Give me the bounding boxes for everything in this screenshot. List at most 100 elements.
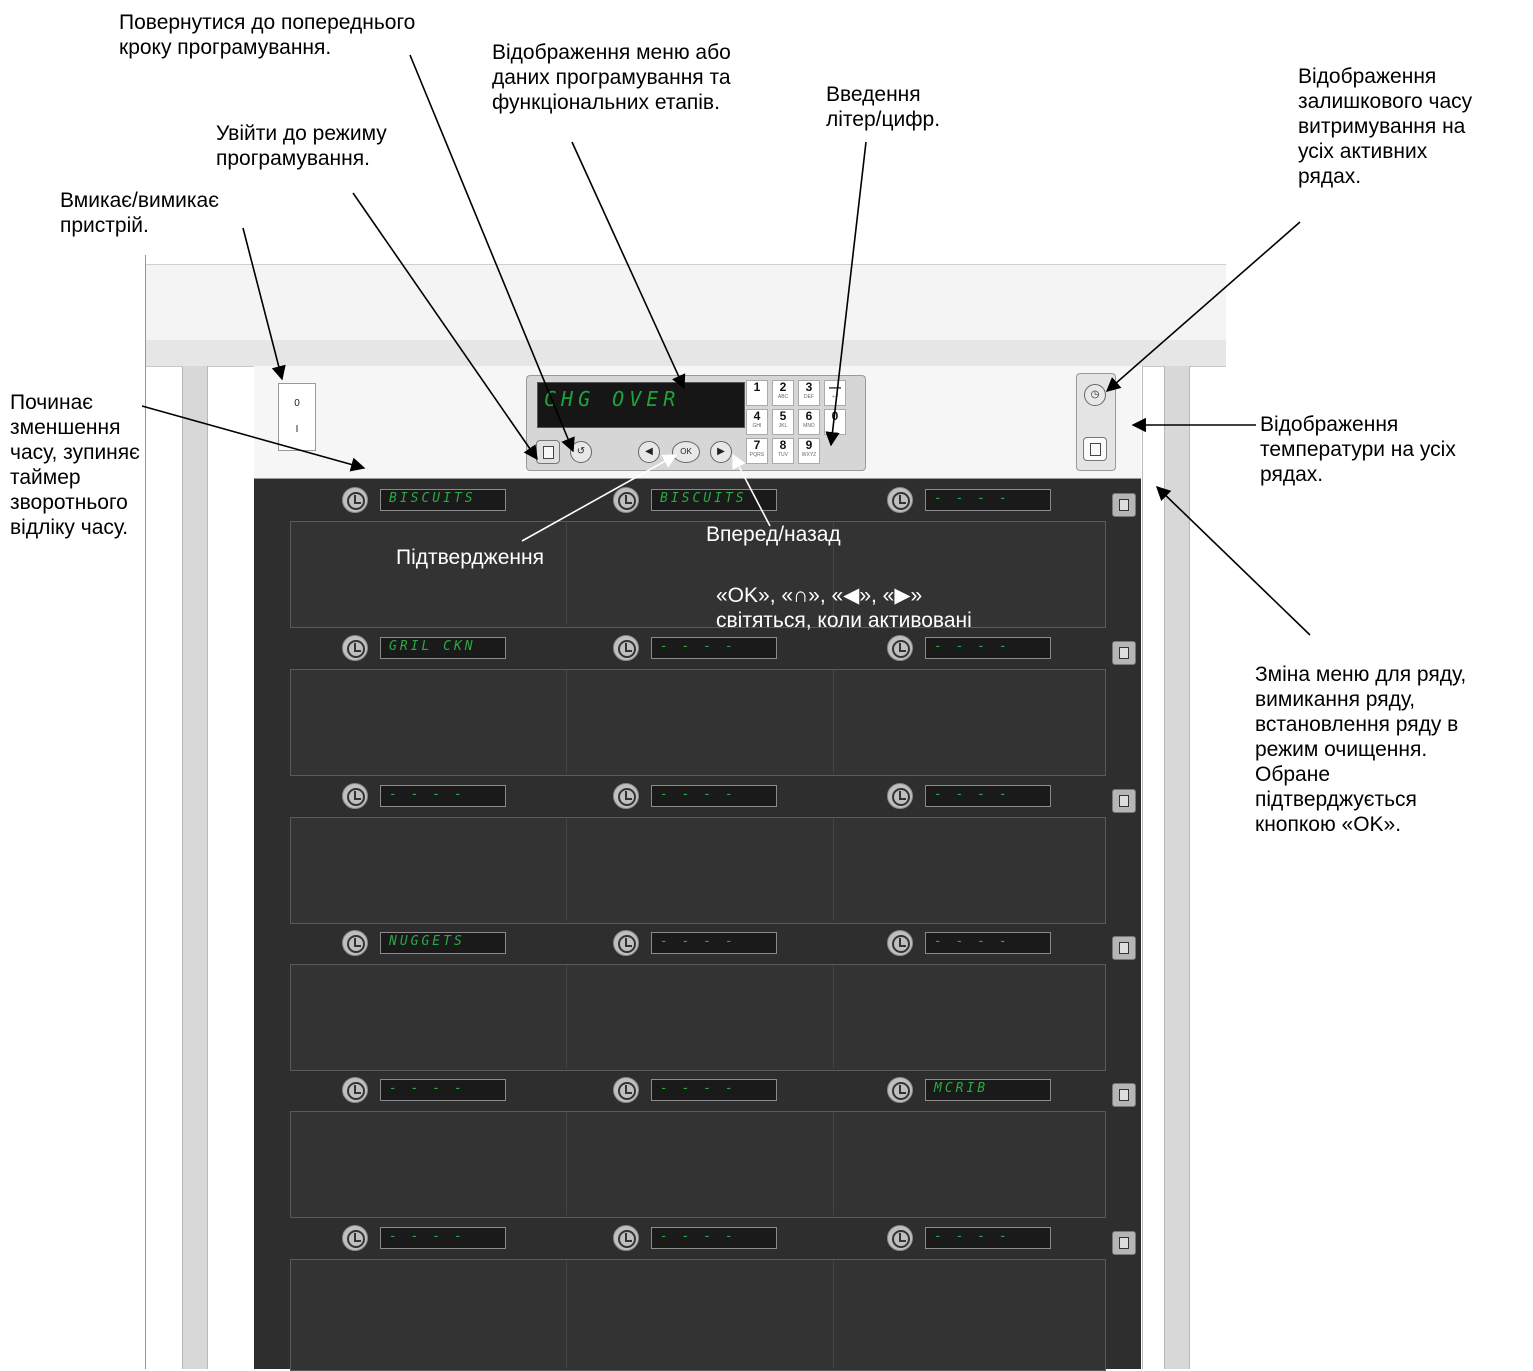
- slot-label: - - - -: [389, 1229, 465, 1244]
- clock-icon[interactable]: [887, 1225, 913, 1251]
- tray-divider: [566, 818, 567, 921]
- slot-label: - - - -: [660, 787, 736, 802]
- leader-forward-back: [732, 453, 771, 527]
- tray-divider: [833, 670, 834, 773]
- clock-icon[interactable]: [887, 487, 913, 513]
- clock-icon[interactable]: [887, 783, 913, 809]
- leader-prog-mode: [352, 192, 538, 461]
- tray-divider: [566, 1260, 567, 1368]
- slot-label: - - - -: [660, 1081, 736, 1096]
- slot-display: NUGGETS: [380, 932, 506, 954]
- clock-icon[interactable]: [613, 783, 639, 809]
- clock-icon[interactable]: [613, 930, 639, 956]
- annotation-display: Відображення меню або даних програмуванн…: [492, 41, 731, 114]
- tray: [290, 817, 1106, 924]
- slot-label: - - - -: [934, 787, 1010, 802]
- power-switch[interactable]: 0 I: [278, 383, 316, 451]
- leader-display: [571, 141, 686, 390]
- slot-display: - - - -: [651, 1227, 777, 1249]
- lcd-display: CHG OVER: [537, 382, 745, 428]
- leader-countdown: [141, 405, 366, 472]
- menu-icon[interactable]: [1112, 789, 1136, 813]
- slot-label: - - - -: [660, 1229, 736, 1244]
- slot-label: - - - -: [934, 491, 1010, 506]
- annotation-temperature: Відображення температури на усіх рядах.: [1260, 413, 1456, 486]
- clock-icon[interactable]: ◷: [1084, 384, 1106, 406]
- slot-display: BISCUITS: [651, 489, 777, 511]
- clock-icon[interactable]: [613, 635, 639, 661]
- slot-label: - - - -: [389, 1081, 465, 1096]
- clock-icon[interactable]: [342, 1225, 368, 1251]
- slot-label: - - - -: [660, 639, 736, 654]
- slot-label: NUGGETS: [389, 934, 465, 949]
- menu-icon[interactable]: [1112, 936, 1136, 960]
- tray: [290, 521, 1106, 628]
- slot-label: BISCUITS: [660, 491, 747, 506]
- slot-label: - - - -: [660, 934, 736, 949]
- tray: [290, 1259, 1106, 1371]
- menu-icon[interactable]: [1112, 641, 1136, 665]
- clock-icon[interactable]: [342, 930, 368, 956]
- arrow-left-icon[interactable]: ◀: [638, 441, 660, 463]
- power-on-label: I: [295, 424, 299, 435]
- slot-display: - - - -: [651, 1079, 777, 1101]
- slot-display: BISCUITS: [380, 489, 506, 511]
- slot-display: - - - -: [380, 1079, 506, 1101]
- annotation-program-mode: Увійти до режиму програмування.: [216, 122, 387, 170]
- tray-divider: [566, 965, 567, 1068]
- key-1[interactable]: 1: [746, 380, 768, 406]
- clock-icon[interactable]: [342, 783, 368, 809]
- clock-icon[interactable]: [887, 1077, 913, 1103]
- tray-divider: [833, 1260, 834, 1368]
- arrow-right-icon[interactable]: ▶: [710, 441, 732, 463]
- tray: [290, 669, 1106, 776]
- clock-icon[interactable]: [887, 635, 913, 661]
- slot-label: GRIL CKN: [389, 639, 476, 654]
- menu-icon[interactable]: [1112, 493, 1136, 517]
- annotation-input: Введення літер/цифр.: [826, 83, 941, 131]
- clock-icon[interactable]: [613, 1077, 639, 1103]
- tray-divider: [833, 1112, 834, 1215]
- slot-display: - - - -: [925, 1227, 1051, 1249]
- tray-divider: [566, 670, 567, 773]
- clock-icon[interactable]: [613, 1225, 639, 1251]
- tray-divider: [566, 522, 567, 625]
- clock-icon[interactable]: [887, 930, 913, 956]
- slot-display: - - - -: [651, 785, 777, 807]
- leader-row-menu: [1155, 485, 1311, 636]
- clock-icon[interactable]: [342, 1077, 368, 1103]
- slot-display: - - - -: [380, 785, 506, 807]
- menu-icon[interactable]: [1112, 1231, 1136, 1255]
- slot-display: - - - -: [925, 489, 1051, 511]
- lcd-text: CHG OVER: [544, 387, 681, 411]
- tray-divider: [833, 522, 834, 625]
- thermometer-icon[interactable]: [1083, 437, 1107, 461]
- slot-label: - - - -: [934, 1229, 1010, 1244]
- tray-divider: [833, 818, 834, 921]
- clock-icon[interactable]: [342, 487, 368, 513]
- power-off-label: 0: [294, 398, 300, 409]
- menu-icon[interactable]: [1112, 1083, 1136, 1107]
- slot-display: - - - -: [380, 1227, 506, 1249]
- slot-label: BISCUITS: [389, 491, 476, 506]
- clock-icon[interactable]: [342, 635, 368, 661]
- ok-button[interactable]: OK: [672, 441, 700, 463]
- page-edge-line: [145, 255, 146, 1369]
- slot-display: - - - -: [925, 785, 1051, 807]
- slot-display: - - - -: [651, 932, 777, 954]
- right-outer-post: [1164, 366, 1190, 1369]
- leader-input: [825, 141, 867, 447]
- clock-icon[interactable]: [613, 487, 639, 513]
- tray: [290, 964, 1106, 1071]
- slot-label: MCRIB: [934, 1081, 989, 1096]
- slot-display: - - - -: [925, 637, 1051, 659]
